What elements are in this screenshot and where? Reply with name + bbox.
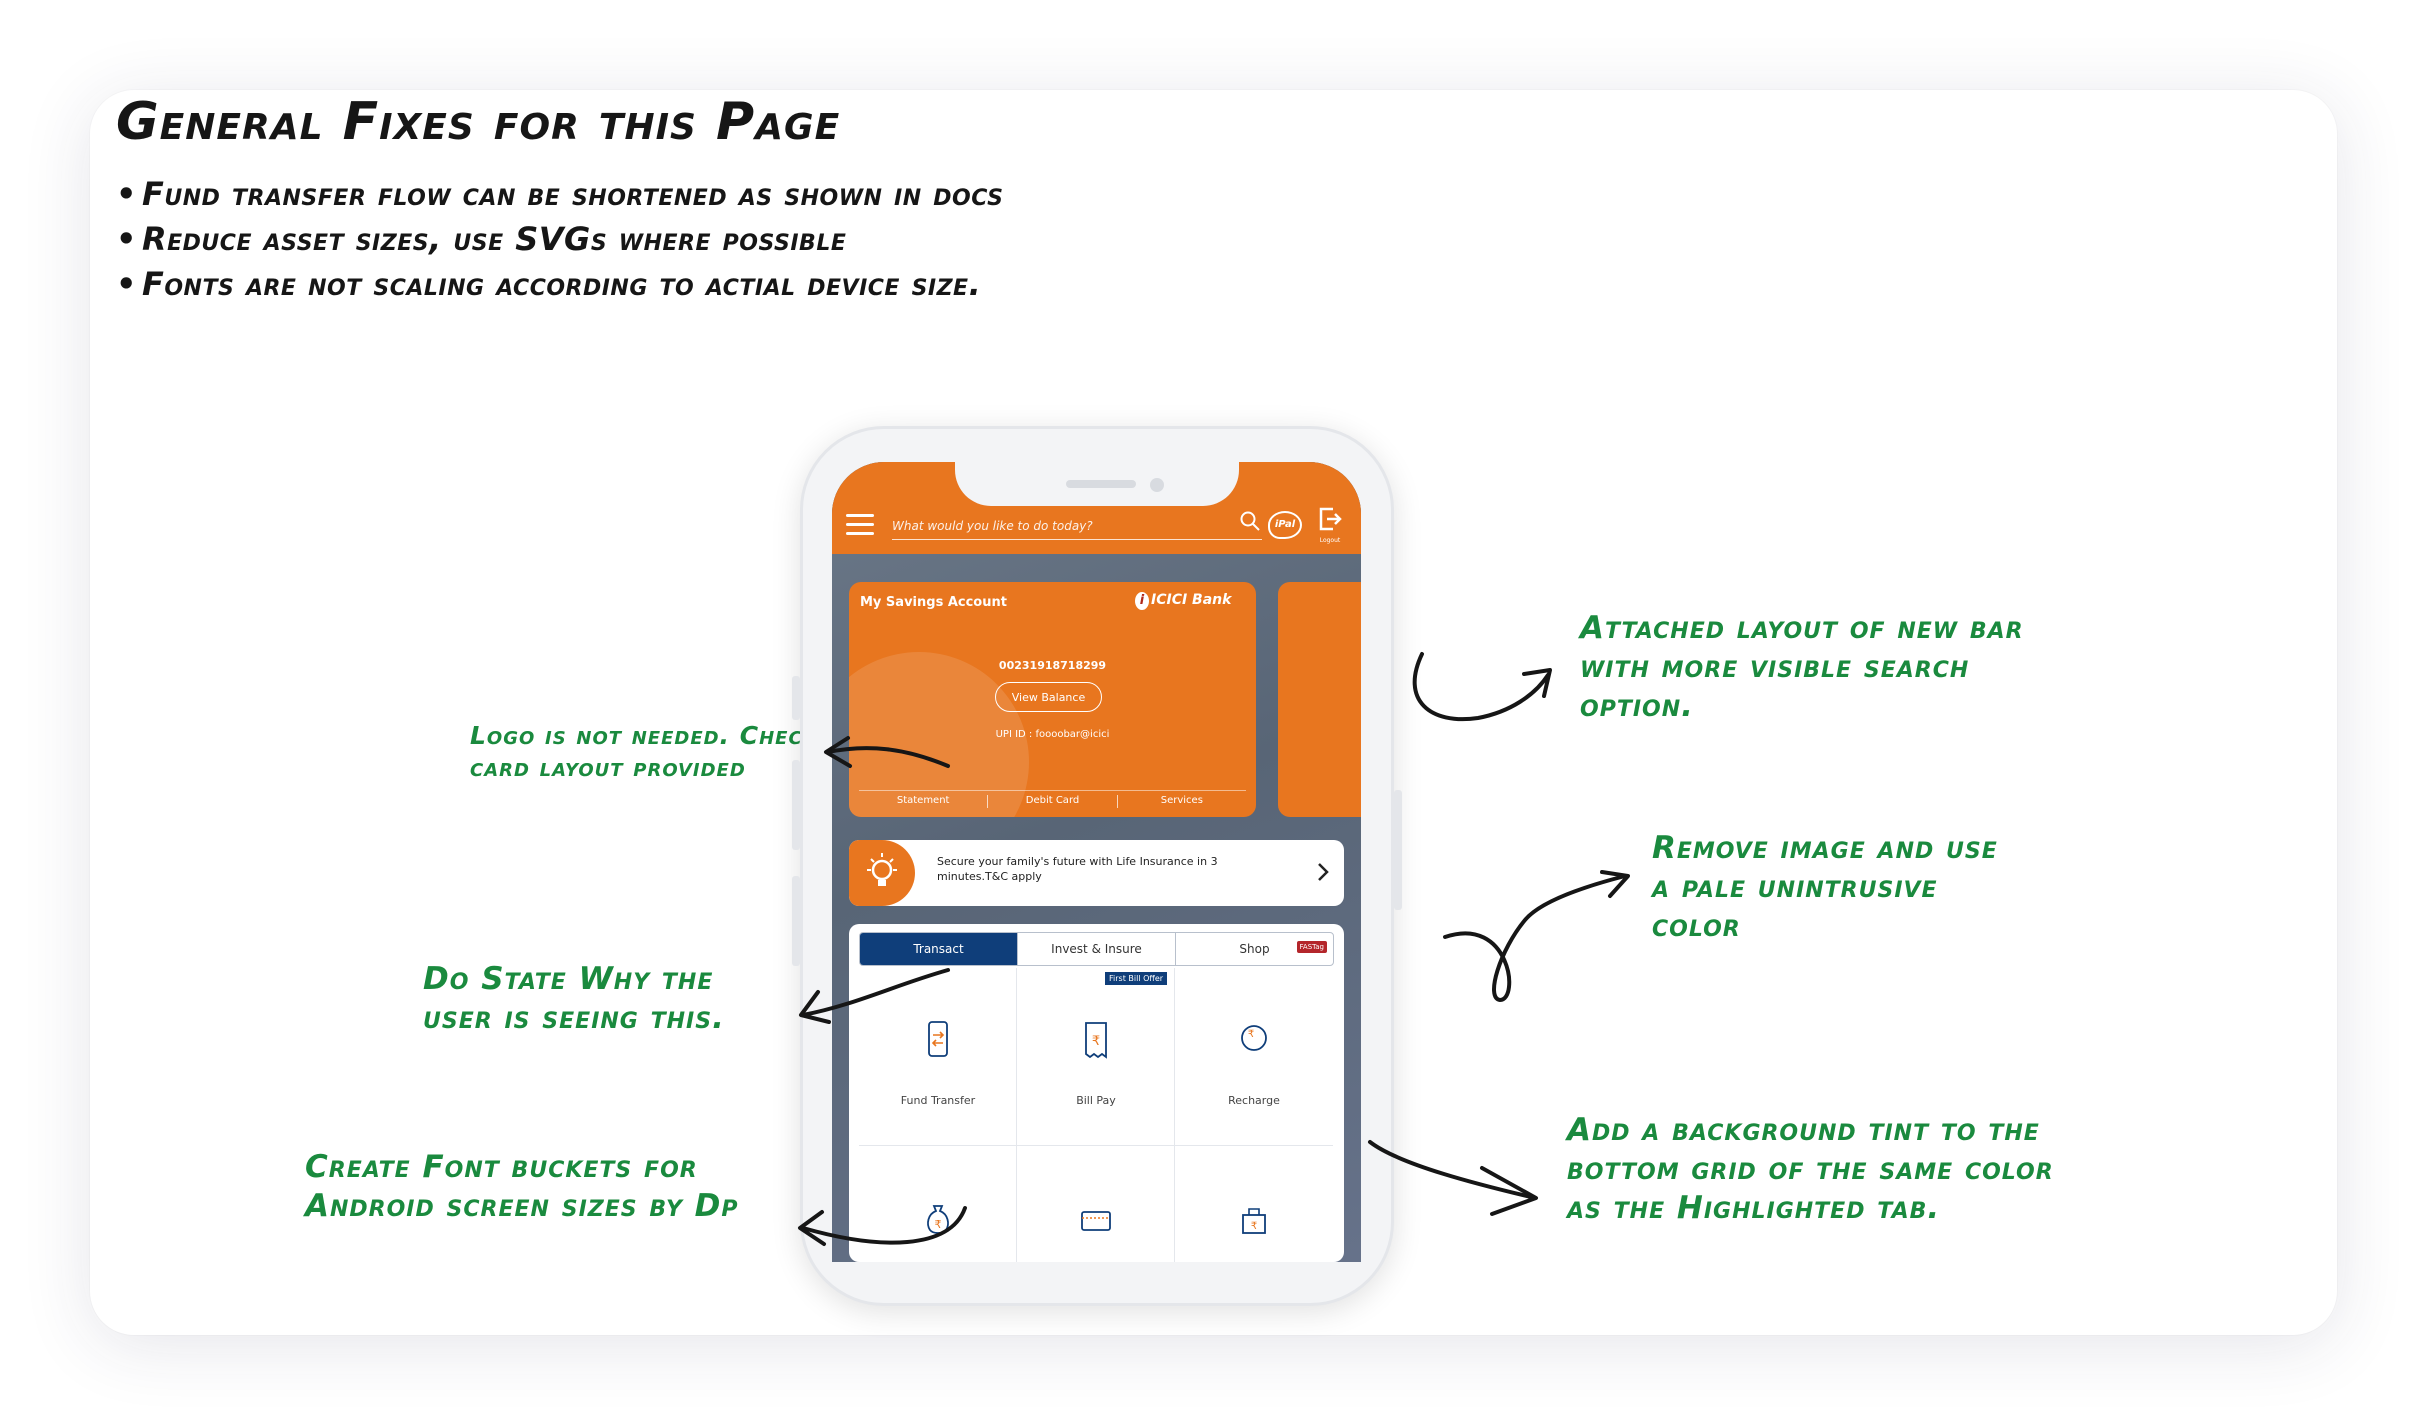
first-bill-offer-badge: First Bill Offer [1105,972,1168,985]
phone-side-button [792,760,800,850]
money-bag-icon: ₹ [927,1205,949,1234]
annotation-state-why: Do State Why the user is seeing this. [423,960,725,1038]
svg-text:₹: ₹ [1248,1029,1254,1040]
fix-item-text: Reduce asset sizes, use SVGs where possi… [142,220,847,258]
annotation-font-buckets: Create Font buckets for Android screen s… [305,1148,739,1226]
promo-text: Secure your family's future with Life In… [937,855,1218,883]
tab-shop[interactable]: Shop FASTag [1176,933,1333,965]
grid-item-shopping[interactable]: ₹ [1175,1146,1333,1262]
upi-id: UPI ID : foooobar@icici [995,729,1110,740]
phone-transfer-icon [928,1021,948,1057]
logout-label: Logout [1319,537,1341,544]
svg-text:₹: ₹ [1251,1221,1257,1232]
page-title: General Fixes for this Page [116,92,841,152]
search-icon[interactable] [1239,510,1261,532]
svg-text:₹: ₹ [1092,1034,1100,1049]
annotation-line: Add a background tint to the [1567,1112,2040,1148]
annotation-remove-image: Remove image and use a pale unintrusive … [1652,829,1998,946]
phone-side-button [1394,790,1402,910]
annotation-background-tint: Add a background tint to the bottom grid… [1567,1111,2054,1228]
view-balance-button[interactable]: View Balance [995,682,1102,712]
grid-item-label: Fund Transfer [900,1094,976,1107]
lightbulb-icon [867,853,897,886]
annotation-line: Remove image and use [1652,830,1998,866]
bank-logo-icon: i [1135,592,1149,610]
annotation-line: color [1652,908,1741,944]
ipal-chat-icon[interactable]: iPal [1268,511,1302,539]
annotation-line: as the Highlighted tab. [1567,1190,1941,1226]
phone-side-button [792,676,800,720]
logout-icon [1319,507,1342,531]
fix-item: •Fonts are not scaling according to acti… [116,265,982,303]
logout-button[interactable]: Logout [1315,506,1345,544]
grid-item-bill-pay[interactable]: ₹ Bill Pay [1017,968,1175,1146]
tab-label: Shop [1239,942,1270,956]
chevron-right-icon[interactable] [1315,860,1331,884]
shopping-bag-icon: ₹ [1242,1208,1266,1234]
service-tabs: Transact Invest & Insure Shop FASTag [859,932,1334,966]
annotation-line: user is seeing this. [423,1000,725,1036]
next-card-peek[interactable] [1278,582,1361,817]
annotation-line: card layout provided [470,753,746,782]
bill-icon: ₹ [1085,1022,1107,1059]
search-input[interactable] [892,512,1262,540]
annotation-line: with more visible search [1580,649,1970,685]
annotation-line: option. [1580,688,1694,724]
card-icon [1081,1211,1111,1231]
phone-speaker [1066,480,1136,488]
grid-item-money-bag[interactable]: ₹ [859,1146,1017,1262]
promo-icon-container [849,840,915,906]
promo-banner[interactable]: Secure your family's future with Life In… [849,840,1344,906]
statement-link[interactable]: Statement [859,795,989,808]
fix-item: •Fund transfer flow can be shortened as … [116,175,1004,213]
tab-transact[interactable]: Transact [860,933,1018,965]
grid-item-label: Bill Pay [1076,1094,1116,1107]
debit-card-link[interactable]: Debit Card [988,795,1118,808]
account-number: 00231918718299 [998,659,1107,672]
recharge-icon: ₹ [1241,1025,1267,1051]
annotation-line: Attached layout of new bar [1580,610,2024,646]
annotation-line: Create Font buckets for [305,1149,698,1185]
annotation-line: Logo is not needed. Check [470,721,818,750]
grid-item-card[interactable] [1017,1146,1175,1262]
phone-camera [1150,478,1164,492]
fastag-badge: FASTag [1296,941,1327,953]
card-title: My Savings Account [860,595,1007,610]
annotation-line: a pale unintrusive [1652,869,1938,905]
service-grid: Fund Transfer ₹ Bill Pay ₹ Recharge [859,968,1334,1262]
card-links: Statement Debit Card Services [859,790,1246,808]
phone-side-button [792,876,800,966]
annotation-line: Android screen sizes by Dp [305,1188,739,1224]
services-link[interactable]: Services [1160,795,1203,806]
fix-item: •Reduce asset sizes, use SVGs where poss… [116,220,847,258]
grid-item-recharge[interactable]: ₹ Recharge [1175,968,1333,1146]
annotation-attached-bar: Attached layout of new bar with more vis… [1580,609,2024,726]
fix-item-text: Fund transfer flow can be shortened as s… [142,175,1004,213]
services-panel: Transact Invest & Insure Shop FASTag Firs… [849,924,1344,1262]
svg-text:₹: ₹ [935,1218,942,1231]
tab-invest-insure[interactable]: Invest & Insure [1018,933,1176,965]
fix-item-text: Fonts are not scaling according to actia… [142,265,982,303]
tab-label: Transact [913,942,964,956]
annotation-logo: Logo is not needed. Check card layout pr… [470,720,818,784]
bank-logo-text: ICICI Bank [1151,592,1232,608]
grid-item-label: Recharge [1228,1094,1280,1107]
annotation-line: Do State Why the [423,961,714,997]
annotation-line: bottom grid of the same color [1567,1151,2054,1187]
fix-list: •Fund transfer flow can be shortened as … [116,172,1003,307]
grid-item-fund-transfer[interactable]: Fund Transfer [859,968,1017,1146]
menu-icon[interactable] [846,514,874,536]
tab-label: Invest & Insure [1051,942,1142,956]
